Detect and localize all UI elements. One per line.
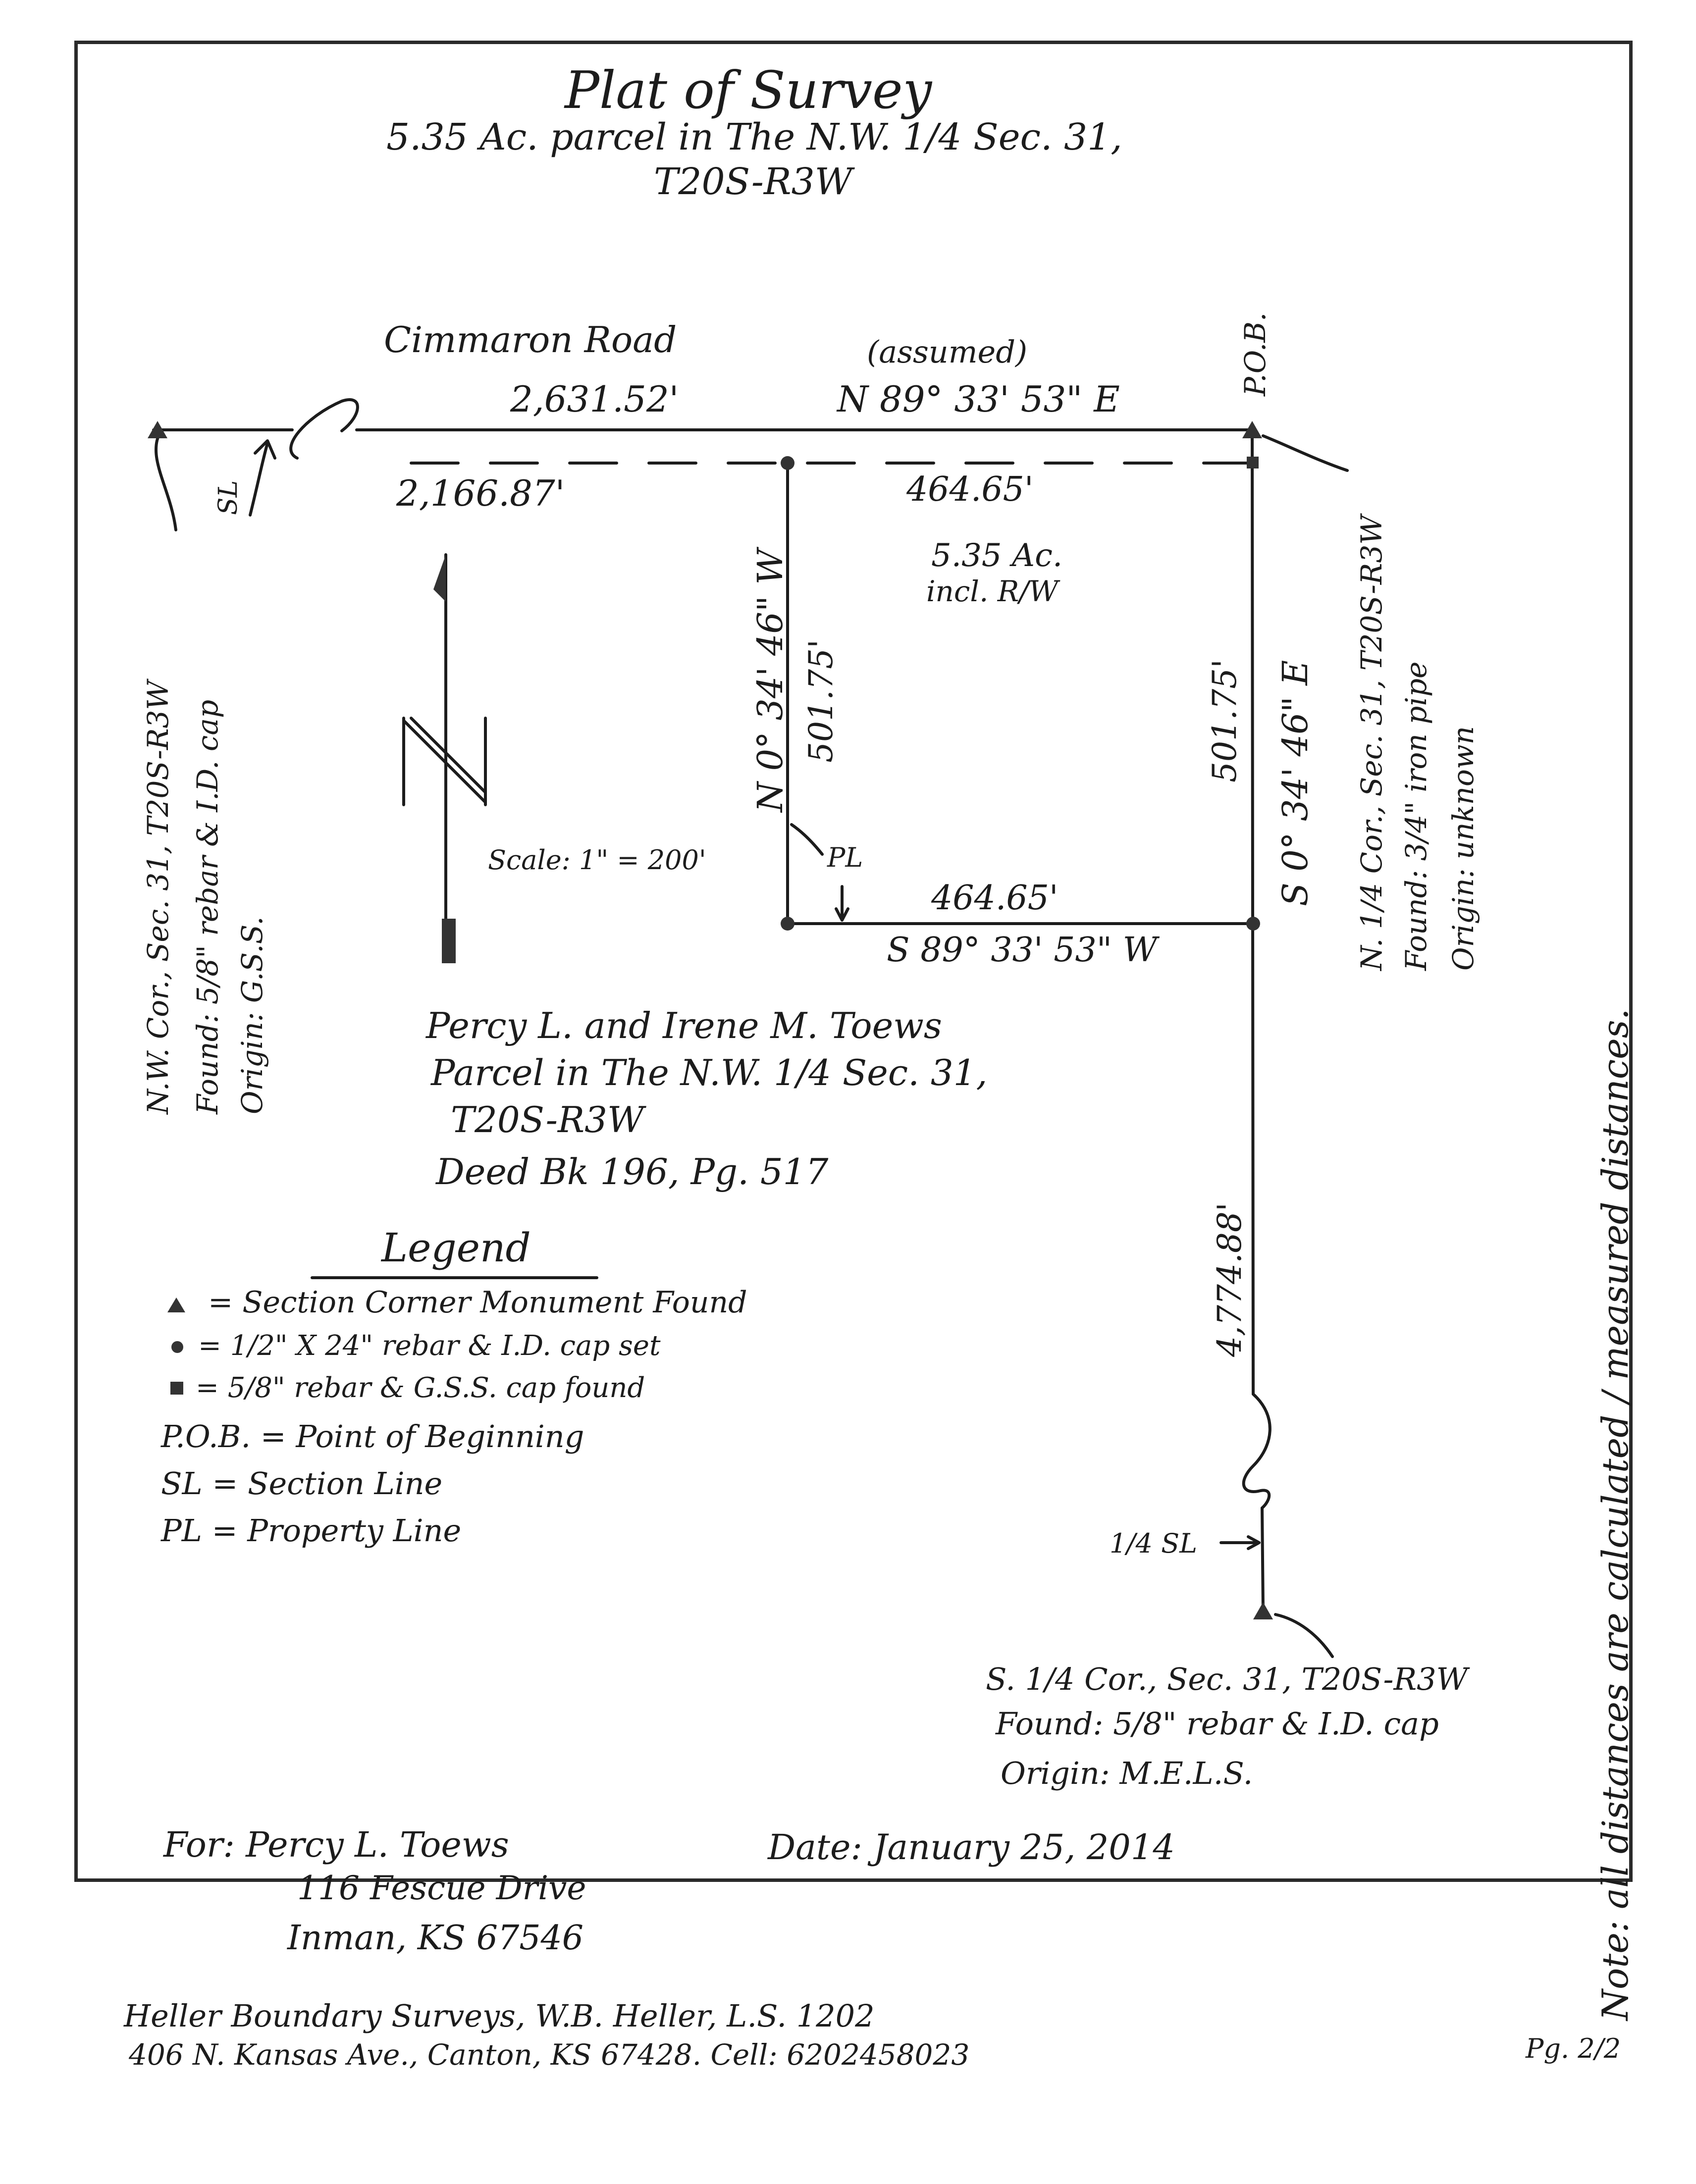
legend-square-icon [170,1382,183,1395]
s-quarter-corner-line3: Origin: M.E.L.S. [1001,1755,1253,1791]
plat-title: Plat of Survey [565,60,932,120]
s-quarter-corner-leader [1274,1613,1334,1658]
quarter-line-label: 1/4 SL [1110,1528,1197,1559]
legend-item-rebar-found: = 5/8" rebar & G.S.S. cap found [196,1372,645,1404]
section-line-leader [249,442,269,517]
legend-item-rebar-set: = 1/2" X 24" rebar & I.D. cap set [198,1330,661,1362]
pl-leader-south-arrowhead [835,907,849,922]
road-break-mark [289,398,359,460]
east-line-break-mark [1242,1393,1272,1509]
north-arrow-diagonal-a [402,719,487,804]
nw-corner-leader [155,434,177,531]
parcel-area: 5.35 Ac. [931,537,1063,574]
legend-item-property-line: PL = Property Line [161,1512,462,1549]
east-line-upper [1251,428,1255,1396]
rebar-set-se [1246,917,1260,931]
page-number: Pg. 2/2 [1526,2033,1621,2064]
road-west-segment: 2,166.87' [396,472,565,514]
survey-date: Date: January 25, 2014 [768,1827,1175,1868]
rebar-set-sw [781,917,795,931]
rebar-set-nw [781,456,795,470]
parcel-south-bearing: S 89° 33' 53" W [887,931,1158,970]
legend-title: Legend [381,1225,531,1271]
legend-item-section-corner: = Section Corner Monument Found [208,1285,747,1320]
property-line-symbol: PL [827,842,863,873]
road-total-length: 2,631.52' [510,378,679,420]
client-line3: Inman, KS 67546 [287,1919,584,1958]
road-assumed-note: (assumed) [867,334,1028,370]
section-line-arrowhead [254,439,276,460]
rebar-found-marker [1247,457,1259,468]
page-border [74,41,1633,1882]
client-line1: For: Percy L. Toews [163,1824,509,1865]
client-line2: 116 Fescue Drive [297,1869,586,1907]
parcel-area-note: incl. R/W [926,574,1059,608]
scale-label: Scale: 1" = 200' [488,844,706,876]
north-arrow-diagonal-b [410,717,487,794]
quarter-line-arrowhead [1247,1535,1261,1550]
surveyor-line2: 406 N. Kansas Ave., Canton, KS 67428. Ce… [129,2038,970,2072]
north-arrow-tail [442,919,456,963]
legend-circle-icon [171,1341,183,1353]
s-quarter-corner-line1: S. 1/4 Cor., Sec. 31, T20S-R3W [986,1661,1468,1697]
road-name: Cimmaron Road [384,319,677,361]
nw-corner-monument [148,421,167,438]
east-line-lower [1261,1507,1265,1611]
n-quarter-corner-monument [1242,421,1262,438]
legend-triangle-icon [167,1298,185,1312]
plat-subtitle-line2: T20S-R3W [654,160,852,203]
n-quarter-corner-leader [1262,434,1349,472]
plat-subtitle-line1: 5.35 Ac. parcel in The N.W. 1/4 Sec. 31, [386,116,1122,158]
owner-line4: Deed Bk 196, Pg. 517 [436,1151,829,1193]
s-quarter-corner-monument [1253,1602,1273,1619]
north-arrow-flag [433,555,446,602]
s-quarter-corner-line2: Found: 5/8" rebar & I.D. cap [996,1706,1439,1742]
parcel-south-length: 464.65' [931,879,1059,918]
surveyor-line1: Heller Boundary Surveys, W.B. Heller, L.… [124,1998,875,2034]
legend-item-pob: P.O.B. = Point of Beginning [161,1418,584,1455]
owner-line2: Parcel in The N.W. 1/4 Sec. 31, [431,1052,988,1093]
owner-line3: T20S-R3W [451,1099,644,1141]
road-bearing: N 89° 33' 53" E [837,378,1120,420]
legend-item-section-line: SL = Section Line [161,1465,443,1502]
pl-leader-west [790,823,824,856]
parcel-north-length: 464.65' [906,470,1034,509]
owner-line1: Percy L. and Irene M. Toews [426,1005,942,1046]
